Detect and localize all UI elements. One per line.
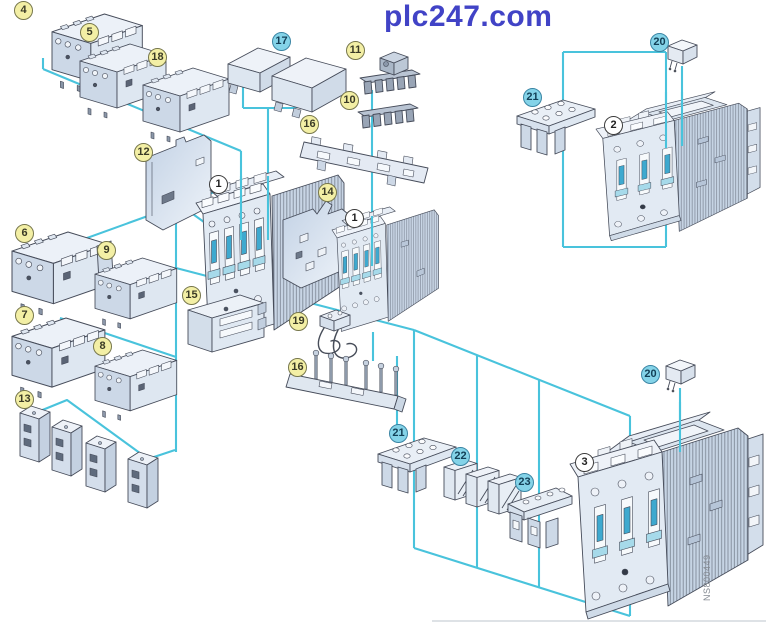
watermark-title: plc247.com [384, 0, 553, 33]
callout-4: 4 [14, 1, 33, 20]
component-11-paralleling-comb [359, 51, 421, 95]
callout-19: 19 [289, 312, 308, 331]
callout-1: 1 [345, 209, 364, 228]
callout-11: 11 [346, 41, 365, 60]
connector-lines-over [239, 92, 684, 452]
callout-3: 3 [575, 453, 594, 472]
callout-2: 2 [604, 116, 623, 135]
component-10-paralleling-comb [357, 103, 419, 129]
callout-23: 23 [515, 473, 534, 492]
callout-20: 20 [641, 365, 660, 384]
component-16-busbar-with-screws [285, 349, 407, 413]
callout-21: 21 [523, 88, 542, 107]
callout-18: 18 [148, 48, 167, 67]
component-21-terminal-shroud-top [516, 99, 596, 156]
callout-22: 22 [451, 447, 470, 466]
component-18-aux-contact-block [142, 67, 230, 143]
callout-9: 9 [97, 241, 116, 260]
callout-16: 16 [288, 358, 307, 377]
component-3-contactor [569, 411, 764, 620]
component-12-side-cover-plate [145, 134, 212, 231]
callout-1: 1 [209, 175, 228, 194]
callout-15: 15 [182, 286, 201, 305]
callout-12: 12 [134, 143, 153, 162]
callout-21: 21 [389, 424, 408, 443]
component-13-suppressor-modules [19, 405, 159, 509]
component-9-aux-contact-block [94, 257, 178, 329]
component-15-interlock-block [187, 294, 267, 353]
component-17-suppressor-modules [227, 47, 347, 119]
callout-14: 14 [318, 183, 337, 202]
callout-7: 7 [15, 306, 34, 325]
component-19-wired-terminal [317, 309, 358, 359]
callout-10: 10 [340, 91, 359, 110]
doc-code: NS800449 [702, 554, 712, 601]
callout-16: 16 [300, 115, 319, 134]
callout-5: 5 [80, 23, 99, 42]
component-23-terminal-shroud [507, 487, 573, 549]
callout-17: 17 [272, 32, 291, 51]
component-7-aux-contact-block [11, 317, 106, 399]
callout-8: 8 [93, 337, 112, 356]
component-16-mounting-rail [299, 136, 429, 187]
component-2-contactor [595, 91, 761, 242]
component-14-adapter-plate [282, 200, 349, 289]
component-8-aux-contact-block [94, 349, 178, 421]
callout-20: 20 [650, 33, 669, 52]
callout-13: 13 [15, 390, 34, 409]
callout-6: 6 [15, 224, 34, 243]
component-20-suppressor-bottom [665, 359, 696, 393]
